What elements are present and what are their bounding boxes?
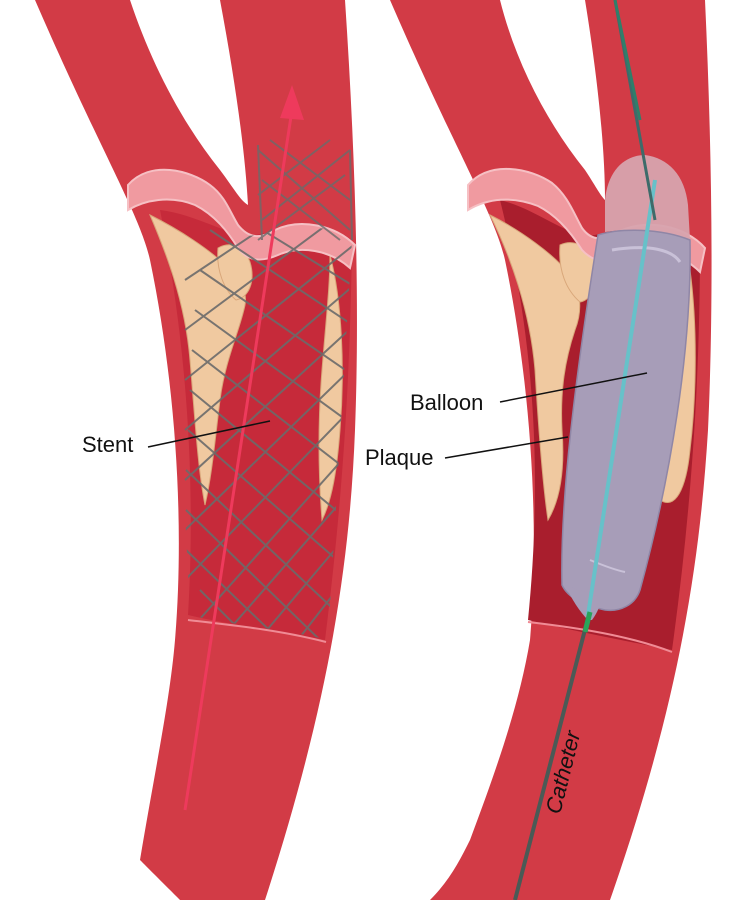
vessel-valve-ring (127, 168, 357, 270)
plaque-leader-line (444, 436, 569, 459)
balloon-leader-line (499, 372, 648, 403)
guidewire (586, 179, 657, 616)
balloon-lower-crease (589, 559, 626, 573)
balloon-top-cone (605, 155, 690, 240)
stent-label: Stent (82, 432, 133, 457)
balloon-neck (565, 585, 602, 620)
stent-leader-line (147, 420, 271, 448)
balloon-label: Balloon (410, 390, 483, 415)
guidewire-tip-green (613, 0, 642, 121)
catheter-shaft (513, 617, 590, 900)
right-vessel-balloon-panel (390, 0, 712, 900)
catheter-tip-marker (582, 611, 593, 633)
balloon-highlight (611, 246, 682, 263)
lower-cut-edge (187, 619, 327, 643)
left-vessel-stent-panel (35, 0, 357, 900)
balloon (561, 229, 691, 612)
plaque-label: Plaque (365, 445, 434, 470)
flow-arrow-shaft (183, 109, 294, 811)
flow-arrow-head (280, 85, 304, 120)
balloon-lower-cut-edge (527, 621, 673, 653)
